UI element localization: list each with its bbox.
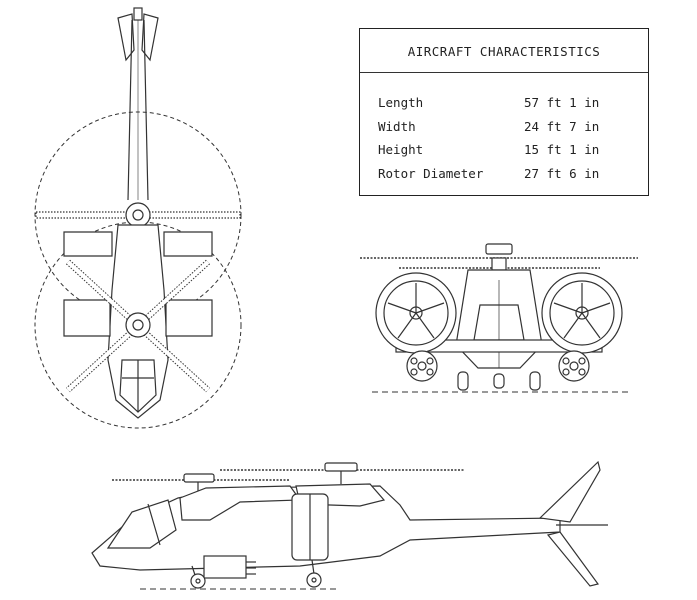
aft-rotor-hub-side [324, 462, 358, 472]
nose-wheel-front [493, 373, 505, 389]
tail-boom [127, 19, 149, 201]
spec-value: 15 ft 1 in [524, 142, 600, 157]
top-view [34, 7, 242, 429]
spec-row-height: Height 15 ft 1 in [378, 142, 648, 166]
main-wheel-side [306, 572, 322, 588]
rotor-blade [35, 211, 137, 219]
spec-row-rotor-diameter: Rotor Diameter 27 ft 6 in [378, 166, 648, 190]
tail-tip [133, 7, 143, 21]
specs-title: AIRCRAFT CHARACTERISTICS [360, 44, 648, 73]
aft-rotor-hub [125, 312, 151, 338]
tail-fin-right [141, 13, 159, 62]
spec-name: Rotor Diameter [378, 165, 484, 181]
right-rocket-pod [558, 350, 590, 382]
gun-pod-side [203, 555, 247, 579]
forward-rotor-hub [125, 202, 151, 228]
specs-rows: Length 57 ft 1 in Width 24 ft 7 in Heigh… [378, 95, 648, 189]
right-wheel-front [529, 371, 541, 391]
spec-value: 24 ft 7 in [524, 118, 600, 134]
rotor-hub-front [485, 243, 513, 255]
spec-value: 57 ft 1 in [524, 95, 600, 110]
left-wing-stub [63, 299, 111, 337]
tail-fin-left [117, 13, 135, 62]
spec-name: Height [378, 142, 424, 157]
spec-row-length: Length 57 ft 1 in [378, 95, 648, 119]
nose-wheel-side [190, 573, 206, 589]
side-view [91, 460, 608, 590]
spec-value: 27 ft 6 in [524, 165, 600, 181]
front-view [360, 243, 638, 393]
right-wing-stub [165, 299, 213, 337]
rotor-blade [139, 211, 241, 219]
aircraft-characteristics-table: AIRCRAFT CHARACTERISTICS Length 57 ft 1 … [359, 28, 649, 196]
left-fan-pod [63, 231, 113, 257]
right-fan-pod [163, 231, 213, 257]
forward-rotor-hub-side [183, 473, 215, 483]
vertical-tail [538, 460, 601, 523]
spec-row-width: Width 24 ft 7 in [378, 119, 648, 143]
canopy-side [106, 499, 177, 549]
spec-name: Width [378, 118, 416, 134]
spec-name: Length [378, 95, 424, 110]
left-rocket-pod [406, 350, 438, 382]
ventral-fin [546, 531, 600, 587]
left-wheel-front [457, 371, 469, 391]
